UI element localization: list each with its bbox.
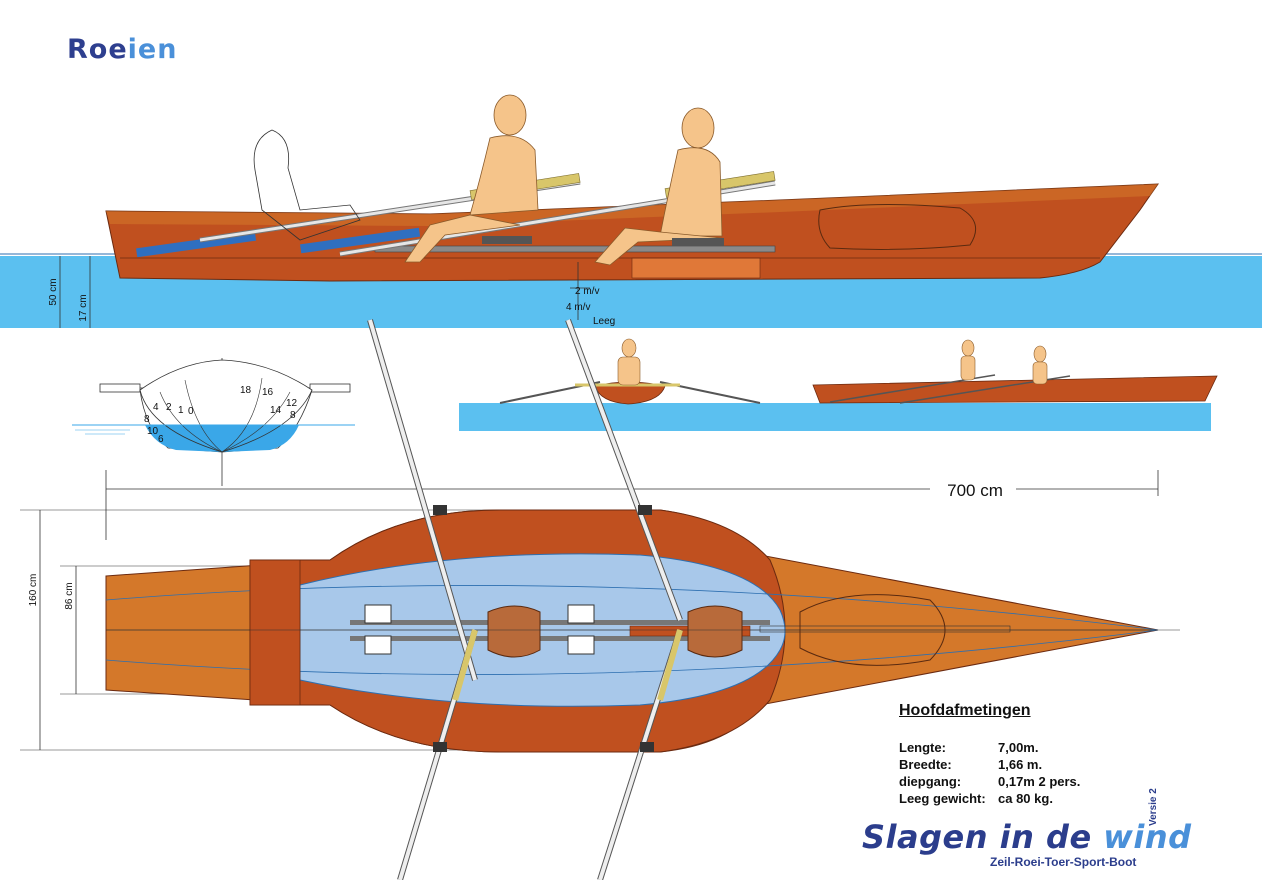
specs-heading: Hoofdafmetingen <box>899 702 1031 719</box>
station-14: 14 <box>270 405 282 416</box>
draft-label-17: 17 cm <box>78 294 89 321</box>
length-label: 700 cm <box>947 481 1003 500</box>
width-label-86: 86 cm <box>64 582 75 609</box>
page-title: Roeien <box>67 34 178 65</box>
waterline-label-leeg: Leeg <box>593 316 615 327</box>
spec-row-width: Breedte:1,66 m. <box>899 757 1043 772</box>
station-6: 6 <box>158 434 164 445</box>
station-8-right: 8 <box>290 410 296 421</box>
station-12: 12 <box>286 398 298 409</box>
side-view: 50 cm 17 cm 2 m/v 4 m/v Leeg <box>0 94 1262 328</box>
small-views <box>459 338 1218 431</box>
rower-2-side <box>594 107 724 266</box>
plan-view: 700 cm 160 cm 86 cm <box>20 318 1180 880</box>
draft-label-50: 50 cm <box>48 278 59 305</box>
width-label-160: 160 cm <box>28 574 39 607</box>
station-10: 10 <box>147 426 159 437</box>
spec-row-weight: Leeg gewicht:ca 80 kg. <box>899 791 1053 806</box>
spec-row-length: Lengte:7,00m. <box>899 740 1039 755</box>
station-1: 1 <box>178 405 184 416</box>
station-2: 2 <box>166 402 172 413</box>
spec-row-draft: diepgang:0,17m 2 pers. <box>899 774 1081 789</box>
waterline-label-2mv: 2 m/v <box>575 286 599 297</box>
station-8-left: 8 <box>144 414 150 425</box>
station-0: 0 <box>188 406 194 417</box>
section-view: 4 2 1 0 8 10 6 18 16 14 12 8 <box>72 358 355 486</box>
version-label: Versie 2 <box>1148 788 1159 826</box>
waterline-label-4mv: 4 m/v <box>566 302 590 313</box>
station-16: 16 <box>262 387 274 398</box>
rower-1-side <box>404 94 539 263</box>
station-18: 18 <box>240 385 252 396</box>
brand-name: Slagen in de wind <box>862 818 1192 856</box>
brand-tagline: Zeil-Roei-Toer-Sport-Boot <box>990 855 1137 869</box>
station-4: 4 <box>153 402 159 413</box>
